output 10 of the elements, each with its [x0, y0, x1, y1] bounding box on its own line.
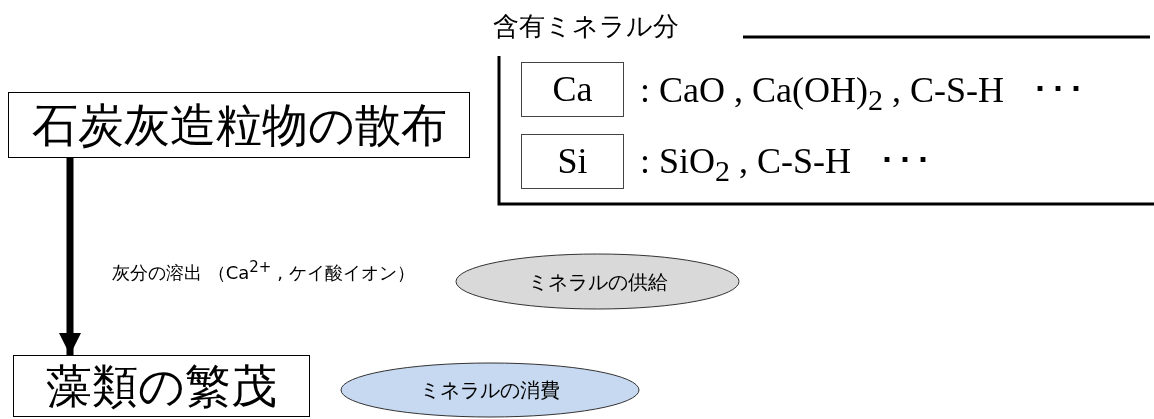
element-box: Ca [521, 62, 624, 117]
element-box: Si [521, 134, 624, 189]
process-box: 藻類の繁茂 [13, 355, 310, 417]
panel-heading: 含有ミネラル分 [493, 12, 679, 41]
ellipse-label: ミネラルの消費 [420, 379, 560, 401]
formula-text: : SiO$_{2}$ , C-S-H ･･･ [640, 143, 933, 187]
ellipse-label: ミネラルの供給 [527, 270, 668, 293]
arrow [58, 158, 82, 355]
process-box: 石炭灰造粒物の散布 [8, 92, 470, 158]
formula-text: : CaO , Ca(OH)$_{2}$ , C-S-H ･･･ [640, 72, 1085, 116]
